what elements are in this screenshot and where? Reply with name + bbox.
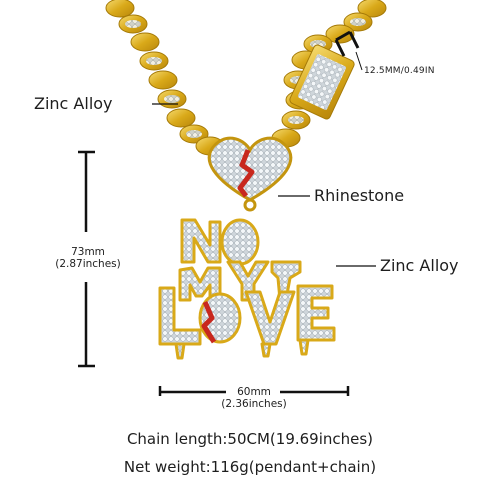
net-weight-spec: Net weight:116g(pendant+chain) (123, 458, 377, 476)
no-my-love-pendant (158, 218, 336, 360)
chain-width-bracket (334, 30, 360, 57)
height-dimension-bracket (78, 150, 95, 368)
chain-length-spec: Chain length:50CM(19.69inches) (126, 430, 374, 448)
height-dimension-label: 73mm (2.87inches) (48, 246, 128, 270)
width-dimension-bracket (158, 386, 350, 396)
height-in: (2.87inches) (55, 258, 121, 270)
width-in: (2.36inches) (221, 398, 287, 410)
pendant-material-label: Zinc Alloy (380, 256, 459, 275)
rhinestone-heart (207, 136, 293, 212)
width-mm: 60mm (237, 386, 271, 398)
heart-material-label: Rhinestone (314, 186, 405, 205)
width-dimension-label: 60mm (2.36inches) (214, 386, 294, 410)
box-clasp (289, 44, 355, 120)
chain-material-label: Zinc Alloy (34, 94, 113, 113)
height-mm: 73mm (71, 246, 105, 258)
chain-width-label: 12.5MM/0.49IN (364, 66, 435, 76)
